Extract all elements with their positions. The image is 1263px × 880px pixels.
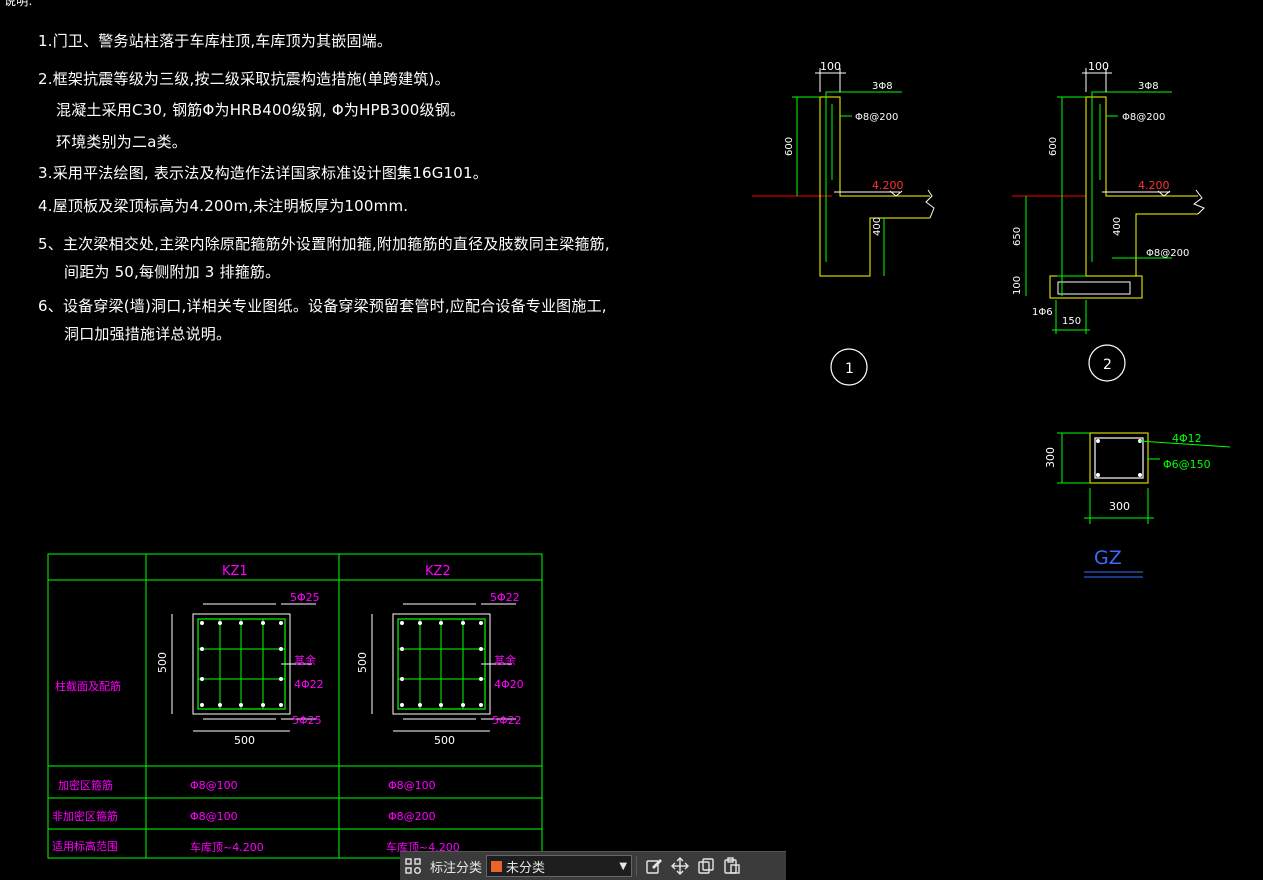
d1-bar-top: 3Φ8: [872, 81, 893, 92]
d2-stirrup-low: Φ8@200: [1146, 248, 1189, 259]
annotation-toolbar: 标注分类 未分类 ▼: [400, 851, 786, 880]
d2-dim-400: 400: [1112, 217, 1123, 236]
table-row-label-dense: 加密区箍筋: [58, 778, 113, 792]
kz2-section: [371, 603, 516, 732]
kz2-nondense: Φ8@200: [388, 810, 436, 823]
d1-elevation: 4.200: [872, 179, 904, 192]
category-dropdown[interactable]: 未分类 ▼: [486, 855, 633, 877]
table-row-label-section: 柱截面及配筋: [55, 679, 121, 693]
d2-stirrup: Φ8@200: [1122, 112, 1165, 123]
note-6a: 洞口加强措施详总说明。: [64, 325, 232, 343]
kz1-range: 车库顶~4.200: [190, 840, 264, 854]
parapet-detail-1: 100 3Φ8 Φ8@200 600 4.200 400 1: [752, 60, 935, 386]
d1-label: 1: [845, 361, 854, 377]
d2-dim-600: 600: [1048, 137, 1059, 156]
gz-stirrup: Φ6@150: [1163, 458, 1211, 471]
note-2: 2.框架抗震等级为三级,按二级采取抗震构造措施(单跨建筑)。: [38, 70, 450, 88]
table-col-kz2: KZ2: [425, 564, 451, 579]
kz1-top-bars: 5Φ25: [290, 591, 320, 604]
d1-dim-600: 600: [784, 137, 795, 156]
kz2-dim-bottom: 500: [434, 734, 455, 747]
kz1-side-bars: 4Φ22: [294, 678, 324, 691]
note-5a: 间距为 50,每侧附加 3 排箍筋。: [64, 263, 281, 281]
category-color-swatch: [491, 860, 503, 872]
kz2-dense: Φ8@100: [388, 779, 436, 792]
gz-title: GZ: [1094, 547, 1122, 569]
kz1-dense: Φ8@100: [190, 779, 238, 792]
d1-dim-top: 100: [820, 60, 841, 73]
kz1-bottom-bars: 5Φ25: [292, 714, 322, 727]
note-5: 5、主次梁相交处,主梁内除原配箍筋外设置附加箍,附加箍筋的直径及肢数同主梁箍筋,: [38, 235, 610, 253]
gz-bars: 4Φ12: [1172, 432, 1202, 445]
d2-dim-650: 650: [1012, 227, 1023, 246]
d1-dim-400: 400: [872, 217, 883, 236]
note-2b: 环境类别为二a类。: [56, 133, 187, 151]
kz2-bottom-bars: 5Φ22: [492, 714, 522, 727]
gz-dim-left: 300: [1044, 447, 1057, 468]
d2-bar-top: 3Φ8: [1138, 81, 1159, 92]
kz2-dim-left: 500: [356, 652, 369, 673]
grid-icon[interactable]: [400, 853, 426, 879]
kz1-side-label: 其余: [294, 653, 316, 667]
corner-label: 说明:: [4, 0, 33, 8]
kz1-nondense: Φ8@100: [190, 810, 238, 823]
paste-icon[interactable]: [719, 853, 745, 879]
d2-dim-top: 100: [1088, 60, 1109, 73]
column-schedule-table: [47, 553, 543, 859]
gz-dim-bottom: 300: [1109, 500, 1130, 513]
kz1-dim-left: 500: [156, 652, 169, 673]
category-label: 标注分类: [430, 860, 483, 876]
kz1-dim-bottom: 500: [234, 734, 255, 747]
gz-section: 4Φ12 Φ6@150 300 300 GZ: [1044, 432, 1231, 578]
table-row-label-range: 适用标高范围: [52, 839, 118, 853]
kz2-side-bars: 4Φ20: [494, 678, 524, 691]
kz2-range: 车库顶~4.200: [386, 840, 460, 854]
kz1-section: [171, 603, 316, 732]
d2-bar-bottom: 1Φ6: [1032, 307, 1053, 318]
toolbar-separator: [636, 856, 638, 876]
d2-elevation: 4.200: [1138, 179, 1170, 192]
note-3: 3.采用平法绘图, 表示法及构造作法详国家标准设计图集16G101。: [38, 164, 488, 182]
d1-stirrup: Φ8@200: [855, 112, 898, 123]
copy-icon[interactable]: [693, 853, 719, 879]
d2-label: 2: [1103, 357, 1112, 373]
note-1: 1.门卫、警务站柱落于车库柱顶,车库顶为其嵌固端。: [38, 32, 393, 50]
d2-dim-100: 100: [1012, 276, 1023, 295]
move-icon[interactable]: [667, 853, 693, 879]
table-row-label-nondense: 非加密区箍筋: [52, 809, 118, 823]
d2-dim-150: 150: [1062, 316, 1081, 327]
kz2-top-bars: 5Φ22: [490, 591, 520, 604]
note-6: 6、设备穿梁(墙)洞口,详相关专业图纸。设备穿梁预留套管时,应配合设备专业图施工…: [38, 297, 607, 315]
chevron-down-icon: ▼: [619, 860, 628, 872]
parapet-detail-2: 100 3Φ8 Φ8@200 600 650 100 4.200 400 Φ8@…: [1012, 60, 1205, 382]
kz2-side-label: 其余: [494, 653, 516, 667]
category-selected: 未分类: [506, 860, 546, 876]
note-2a: 混凝土采用C30, 钢筋Φ为HRB400级钢, Φ为HPB300级钢。: [56, 101, 466, 119]
note-4: 4.屋顶板及梁顶标高为4.200m,未注明板厚为100mm.: [38, 197, 409, 215]
edit-icon[interactable]: [641, 853, 667, 879]
table-col-kz1: KZ1: [222, 564, 248, 579]
